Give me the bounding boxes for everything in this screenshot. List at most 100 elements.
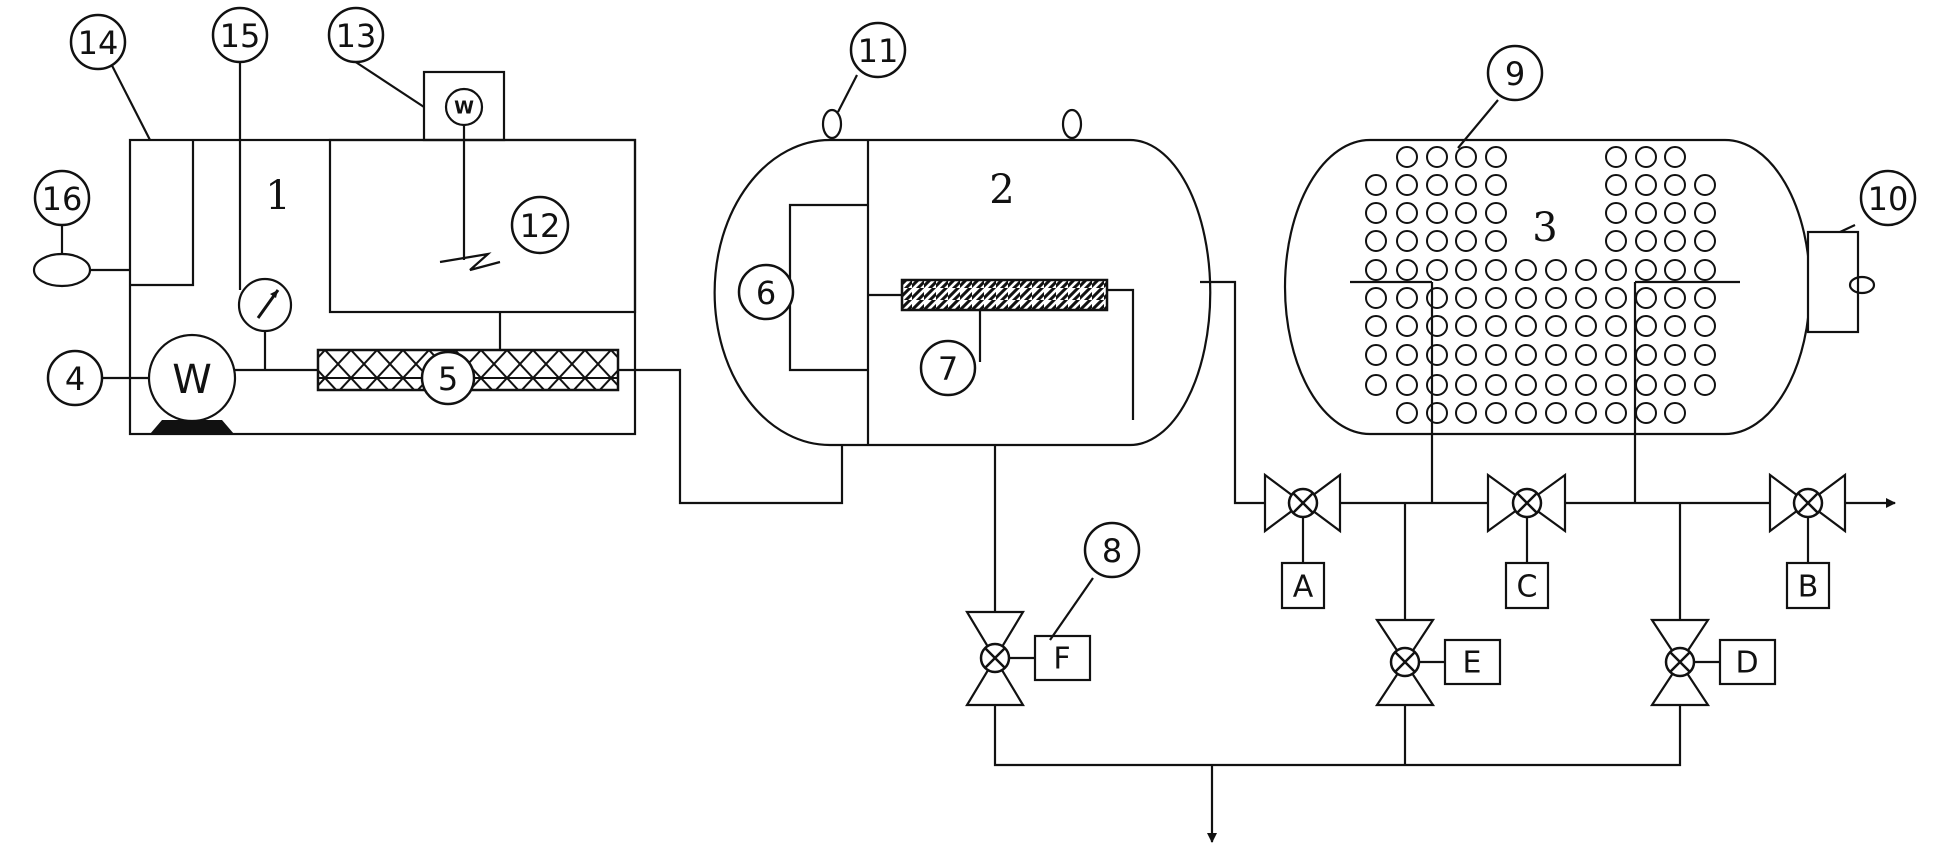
- callout-14: 14: [69, 13, 127, 71]
- valve-D-label: D: [1735, 646, 1758, 681]
- perforation-hole: [1664, 344, 1686, 366]
- perforation-hole: [1545, 287, 1567, 309]
- perforation-hole: [1396, 402, 1418, 424]
- perforation-hole: [1635, 315, 1657, 337]
- callout-13: 13: [327, 6, 385, 64]
- valve-E-label: E: [1463, 646, 1482, 681]
- valve-F: F: [965, 610, 1092, 707]
- callout-4-text: 4: [65, 360, 85, 398]
- perforation-hole: [1485, 374, 1507, 396]
- callout-8-text: 8: [1102, 532, 1122, 570]
- perforation-hole: [1455, 344, 1477, 366]
- perforation-hole: [1396, 146, 1418, 168]
- perforation-hole: [1455, 202, 1477, 224]
- perforation-hole: [1515, 344, 1537, 366]
- callout-7: 7: [919, 339, 977, 397]
- pump-4: W: [147, 333, 318, 434]
- perforation-hole: [1545, 315, 1567, 337]
- perforation-hole: [1664, 202, 1686, 224]
- perforation-hole: [1455, 230, 1477, 252]
- perforation-hole: [1605, 146, 1627, 168]
- perforation-hole: [1605, 259, 1627, 281]
- callout-5: 5: [420, 350, 476, 406]
- perforation-hole: [1575, 344, 1597, 366]
- valve-A: A: [1263, 472, 1342, 610]
- perforation-hole: [1664, 287, 1686, 309]
- perforation-hole: [1485, 344, 1507, 366]
- valve-A-label: A: [1293, 570, 1314, 605]
- perforation-hole: [1426, 230, 1448, 252]
- perforation-hole: [1396, 259, 1418, 281]
- pump-4-symbol: W: [172, 357, 212, 403]
- vessel-3-label: 3: [1532, 205, 1557, 251]
- perforation-hole: [1485, 259, 1507, 281]
- perforation-hole: [1664, 174, 1686, 196]
- perforation-hole: [1545, 259, 1567, 281]
- perforation-hole: [1694, 287, 1716, 309]
- callout-15-text: 15: [220, 17, 261, 55]
- perforation-hole: [1694, 259, 1716, 281]
- perforation-hole: [1635, 146, 1657, 168]
- perforation-hole: [1575, 287, 1597, 309]
- callout-8: 8: [1083, 521, 1141, 579]
- perforation-hole: [1426, 344, 1448, 366]
- perforation-hole: [1664, 230, 1686, 252]
- perforation-hole: [1575, 315, 1597, 337]
- unit-1-label: 1: [265, 173, 290, 219]
- vessel-3-holes: [1365, 146, 1716, 424]
- perforation-hole: [1515, 374, 1537, 396]
- perforation-hole: [1545, 374, 1567, 396]
- perforation-hole: [1485, 174, 1507, 196]
- callout-9-text: 9: [1505, 55, 1525, 93]
- perforation-hole: [1426, 259, 1448, 281]
- callout-12: 12: [510, 195, 570, 255]
- callout-6-text: 6: [756, 274, 776, 312]
- perforation-hole: [1515, 259, 1537, 281]
- pressure-gauge-15: [237, 277, 293, 370]
- perforation-hole: [1664, 374, 1686, 396]
- perforation-hole: [1635, 287, 1657, 309]
- perforation-hole: [1664, 315, 1686, 337]
- perforation-hole: [1635, 344, 1657, 366]
- perforation-hole: [1365, 315, 1387, 337]
- perforation-hole: [1605, 174, 1627, 196]
- callout-14-text: 14: [78, 24, 119, 62]
- callout-11-text: 11: [858, 32, 899, 70]
- perforation-hole: [1485, 402, 1507, 424]
- perforation-hole: [1515, 402, 1537, 424]
- perforation-hole: [1396, 230, 1418, 252]
- perforation-hole: [1485, 202, 1507, 224]
- perforation-hole: [1426, 146, 1448, 168]
- perforation-hole: [1455, 374, 1477, 396]
- perforation-hole: [1545, 402, 1567, 424]
- perforation-hole: [1605, 344, 1627, 366]
- perforation-hole: [1515, 287, 1537, 309]
- perforation-hole: [1694, 202, 1716, 224]
- vessel-3: [1283, 138, 1876, 503]
- perforation-hole: [1605, 287, 1627, 309]
- perforation-hole: [1396, 374, 1418, 396]
- perforation-hole: [1694, 374, 1716, 396]
- pipe-2-to-valve-A: [1200, 280, 1265, 505]
- valve-C: C: [1486, 472, 1567, 610]
- perforation-hole: [1426, 202, 1448, 224]
- motor-13: W: [422, 70, 506, 272]
- valve-B-label: B: [1798, 570, 1819, 605]
- perforation-hole: [1605, 315, 1627, 337]
- perforation-hole: [1396, 315, 1418, 337]
- perforation-hole: [1455, 402, 1477, 424]
- callout-10-text: 10: [1868, 180, 1909, 218]
- perforation-hole: [1485, 230, 1507, 252]
- perforation-hole: [1365, 344, 1387, 366]
- perforation-hole: [1426, 374, 1448, 396]
- perforation-hole: [1515, 315, 1537, 337]
- valve-E: E: [1374, 618, 1502, 707]
- callout-15: 15: [211, 6, 269, 64]
- perforation-hole: [1365, 259, 1387, 281]
- pipe-1-to-2: [618, 368, 844, 505]
- callout-4: 4: [46, 349, 104, 407]
- perforation-hole: [1635, 230, 1657, 252]
- perforation-hole: [1635, 259, 1657, 281]
- perforation-hole: [1426, 315, 1448, 337]
- perforation-hole: [1426, 174, 1448, 196]
